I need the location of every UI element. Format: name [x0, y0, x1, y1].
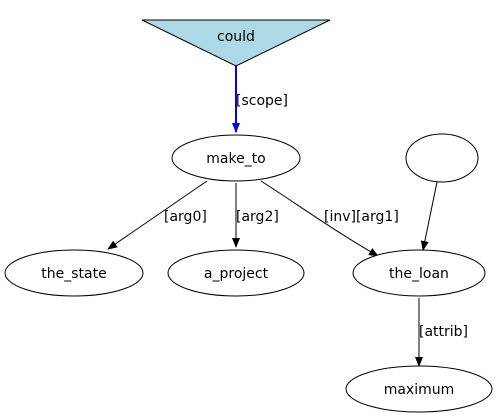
node-label-could: could — [217, 29, 255, 45]
edge-anonymous-the-loan — [420, 181, 438, 251]
node-the-state: the_state — [4, 249, 144, 297]
edges — [107, 66, 438, 367]
edge-labels: [scope] [arg0] [arg2] [inv][arg1] [attri… — [164, 93, 468, 340]
node-shape-the-loan — [352, 249, 486, 297]
edge-label-inv-arg1: [inv][arg1] — [324, 209, 399, 225]
edge-label-arg0: [arg0] — [164, 209, 207, 225]
node-a-project: a_project — [167, 249, 305, 297]
node-label-the-loan: the_loan — [389, 266, 449, 282]
node-make-to: make_to — [171, 134, 301, 182]
node-label-a-project: a_project — [204, 266, 269, 282]
node-shape-maximum — [345, 365, 493, 413]
node-the-loan: the_loan — [352, 249, 486, 297]
node-anonymous — [405, 133, 479, 183]
node-label-the-state: the_state — [41, 266, 106, 282]
edge-make-to-the-loan — [260, 180, 379, 257]
node-label-make-to: make_to — [206, 151, 266, 167]
edge-label-scope: [scope] — [236, 93, 288, 109]
node-shape-the-state — [4, 249, 144, 297]
node-maximum: maximum — [345, 365, 493, 413]
root-triangle-shape — [141, 19, 331, 67]
node-label-maximum: maximum — [384, 382, 455, 398]
node-shape-make-to — [171, 134, 301, 182]
node-shape-anonymous — [405, 133, 479, 183]
edge-make-to-the-state — [107, 180, 208, 250]
node-shape-a-project — [167, 249, 305, 297]
node-could: could — [141, 19, 331, 67]
edge-label-attrib: [attrib] — [419, 324, 468, 340]
edge-label-arg2: [arg2] — [236, 209, 279, 225]
